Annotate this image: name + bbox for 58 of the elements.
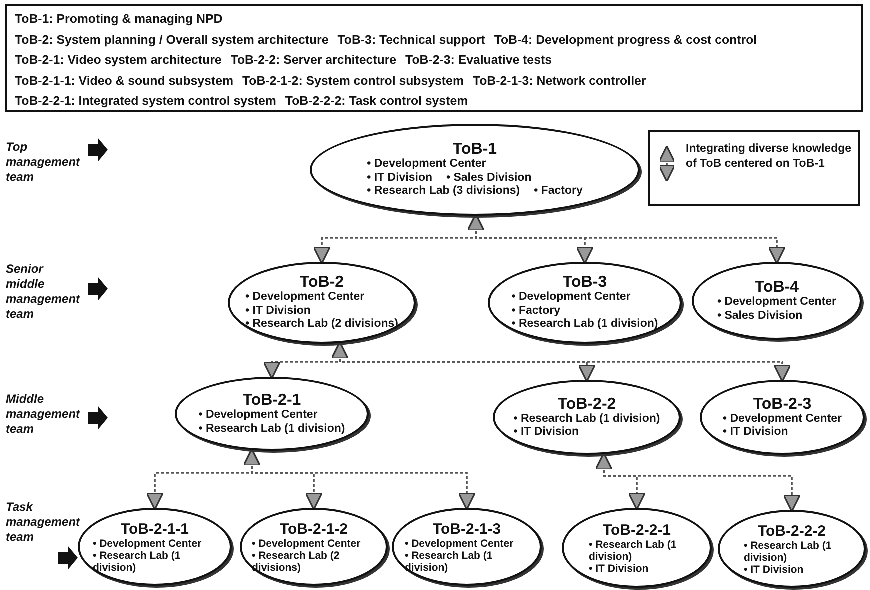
key-entry: ToB-2-2-1: Integrated system control system xyxy=(15,93,276,110)
key-entry: ToB-1: Promoting & managing NPD xyxy=(15,11,223,28)
node-text: • Factory xyxy=(534,185,583,199)
key-entry: ToB-4: Development progress & cost control xyxy=(494,32,758,49)
level-label: Task management team xyxy=(6,500,82,545)
node-text: • Sales Division xyxy=(717,310,803,323)
node-text: • Development Center xyxy=(246,291,365,305)
node-text: • Research Lab (1 division) xyxy=(93,550,182,574)
level-label: Senior middle management team xyxy=(6,262,82,322)
node-text: • Development Center xyxy=(717,296,837,310)
node-text: • Research Lab (1 division) xyxy=(405,550,494,574)
node-text: • Research Lab (1 division) xyxy=(589,538,678,562)
key-entry: ToB-2-3: Evaluative tests xyxy=(406,52,552,70)
node-text: • Research Lab (1 division) xyxy=(198,422,346,436)
key-entry: ToB-2-1-1: Video & sound subsystem xyxy=(15,72,234,90)
node-title: ToB-2-1-2 xyxy=(280,520,348,538)
node-text: • Development Center xyxy=(93,538,202,550)
node-text: • IT Division xyxy=(589,562,649,574)
node-text: • Development Center xyxy=(722,412,842,426)
key-entry: ToB-2-1-3: Network controller xyxy=(472,72,646,90)
node-text: • Development Center xyxy=(405,538,514,550)
node-title: ToB-2-2-2 xyxy=(758,522,826,540)
node-title: ToB-3 xyxy=(562,274,608,292)
key-entry: ToB-2: System planning / Overall system architecture xyxy=(15,32,329,49)
key-entry: ToB-2-1-2: System control subsystem xyxy=(242,72,464,90)
node-text: • Research Lab (1 division) xyxy=(744,540,833,564)
node-title: ToB-4 xyxy=(754,279,800,296)
node-text: • Research Lab (1 division) xyxy=(512,318,658,332)
level-label: Middle management team xyxy=(6,392,82,437)
node-title: ToB-2-1-3 xyxy=(432,520,502,538)
key-entry: ToB-2-1: Video system architecture xyxy=(15,52,222,70)
node-text: • Development Center xyxy=(512,291,631,305)
node-title: ToB-2-2-1 xyxy=(602,522,672,538)
node-title: ToB-1 xyxy=(452,141,498,158)
node-text: • Research Lab (1 division) xyxy=(514,412,660,426)
node-text: • IT Division xyxy=(367,172,433,186)
node-text: • Research Lab (2 divisions) xyxy=(252,550,341,574)
node-text: • IT Division xyxy=(744,564,804,576)
node-text: • IT Division xyxy=(246,304,311,318)
node-text: • Research Lab (3 divisions) xyxy=(367,185,520,199)
node-text: • Development Center xyxy=(367,158,486,172)
level-label: Top management team xyxy=(6,140,82,185)
node-text: • Factory xyxy=(512,304,560,318)
node-text: • IT Division xyxy=(722,426,788,440)
node-text: • Development Center xyxy=(198,409,318,422)
node-title: ToB-2-1-1 xyxy=(120,520,190,538)
key-entry: ToB-3: Technical support xyxy=(338,32,486,49)
node-title: ToB-2-3 xyxy=(753,396,812,412)
legend-text: Integrating diverse knowledge of ToB centered on ToB-1 xyxy=(686,142,853,172)
node-text: • Development Center xyxy=(252,538,361,550)
key-entry: ToB-2-2-2: Task control system xyxy=(285,93,468,110)
node-text: • Sales Division xyxy=(446,172,532,186)
node-title: ToB-2 xyxy=(300,274,344,292)
key-entry: ToB-2-2: Server architecture xyxy=(230,52,397,70)
node-title: ToB-2-1 xyxy=(242,392,302,409)
node-text: • Research Lab (2 divisions) xyxy=(246,318,398,332)
node-text: • IT Division xyxy=(514,426,580,440)
node-title: ToB-2-2 xyxy=(558,396,616,412)
